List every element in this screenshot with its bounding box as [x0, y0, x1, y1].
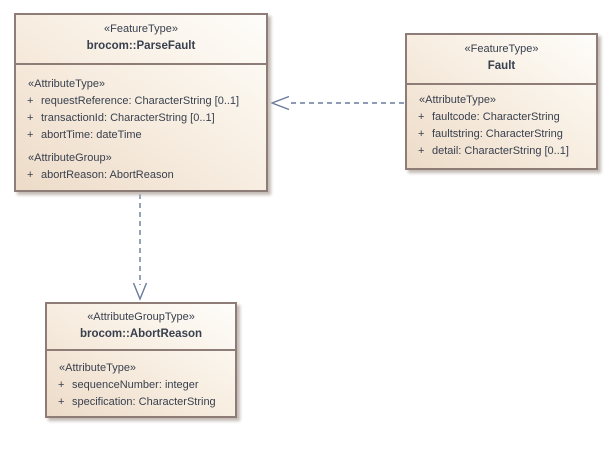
section-label-attributetype: «AttributeType» — [59, 362, 137, 374]
attribute-text: requestReference: CharacterString [0..1] — [41, 95, 240, 107]
class-name: brocom::AbortReason — [79, 328, 203, 340]
section-label-attributetype: «AttributeType» — [28, 78, 106, 90]
class-header: «FeatureType» Fault — [407, 35, 596, 85]
attribute-text: specification: CharacterString — [72, 396, 216, 408]
attribute-row[interactable]: + faultstring: CharacterString — [407, 126, 596, 143]
open-arrowhead-down-icon — [132, 282, 148, 301]
class-name: brocom::ParseFault — [86, 40, 196, 52]
class-box-abortreason[interactable]: «AttributeGroupType» brocom::AbortReason… — [45, 302, 237, 418]
class-header: «FeatureType» brocom::ParseFault — [16, 15, 266, 65]
visibility-plus: + — [58, 379, 65, 391]
attribute-row[interactable]: + transactionId: CharacterString [0..1] — [16, 110, 266, 127]
attribute-text: abortTime: dateTime — [41, 129, 142, 141]
visibility-plus: + — [27, 129, 34, 141]
attributes-compartment: «AttributeType» + requestReference: Char… — [16, 65, 266, 184]
class-box-fault[interactable]: «FeatureType» Fault «AttributeType» + fa… — [405, 33, 598, 170]
dependency-connector-parsefault-to-abortreason[interactable] — [132, 194, 148, 301]
visibility-plus: + — [27, 169, 34, 181]
visibility-plus: + — [418, 128, 425, 140]
attribute-row[interactable]: + sequenceNumber: integer — [47, 377, 235, 394]
stereotype-label: «FeatureType» — [104, 23, 178, 35]
attribute-row[interactable]: + abortTime: dateTime — [16, 127, 266, 144]
stereotype-label: «FeatureType» — [464, 43, 539, 55]
visibility-plus: + — [27, 95, 34, 107]
attributes-compartment: «AttributeType» + faultcode: CharacterSt… — [407, 85, 596, 160]
attribute-row[interactable]: + requestReference: CharacterString [0..… — [16, 93, 266, 110]
class-header: «AttributeGroupType» brocom::AbortReason — [47, 304, 235, 351]
attribute-text: faultcode: CharacterString — [432, 111, 560, 123]
class-name: Fault — [487, 60, 516, 72]
dependency-connector-fault-to-parsefault[interactable] — [270, 95, 404, 111]
attribute-text: sequenceNumber: integer — [72, 379, 199, 391]
class-box-parsefault[interactable]: «FeatureType» brocom::ParseFault «Attrib… — [14, 13, 268, 192]
visibility-plus: + — [418, 145, 425, 157]
attribute-row[interactable]: + abortReason: AbortReason — [16, 167, 266, 184]
visibility-plus: + — [27, 112, 34, 124]
attribute-row[interactable]: + detail: CharacterString [0..1] — [407, 143, 596, 160]
attribute-text: abortReason: AbortReason — [41, 169, 174, 181]
section-label-attributegroup: «AttributeGroup» — [28, 152, 112, 164]
attribute-text: transactionId: CharacterString [0..1] — [41, 112, 215, 124]
attribute-row[interactable]: + specification: CharacterString — [47, 394, 235, 411]
attribute-text: detail: CharacterString [0..1] — [432, 145, 569, 157]
attributes-compartment: «AttributeType» + sequenceNumber: intege… — [47, 351, 235, 411]
attribute-text: faultstring: CharacterString — [432, 128, 563, 140]
visibility-plus: + — [418, 111, 425, 123]
open-arrowhead-left-icon — [270, 95, 290, 111]
visibility-plus: + — [58, 396, 65, 408]
section-label-attributetype: «AttributeType» — [419, 94, 497, 106]
attribute-row[interactable]: + faultcode: CharacterString — [407, 109, 596, 126]
stereotype-label: «AttributeGroupType» — [87, 311, 195, 323]
